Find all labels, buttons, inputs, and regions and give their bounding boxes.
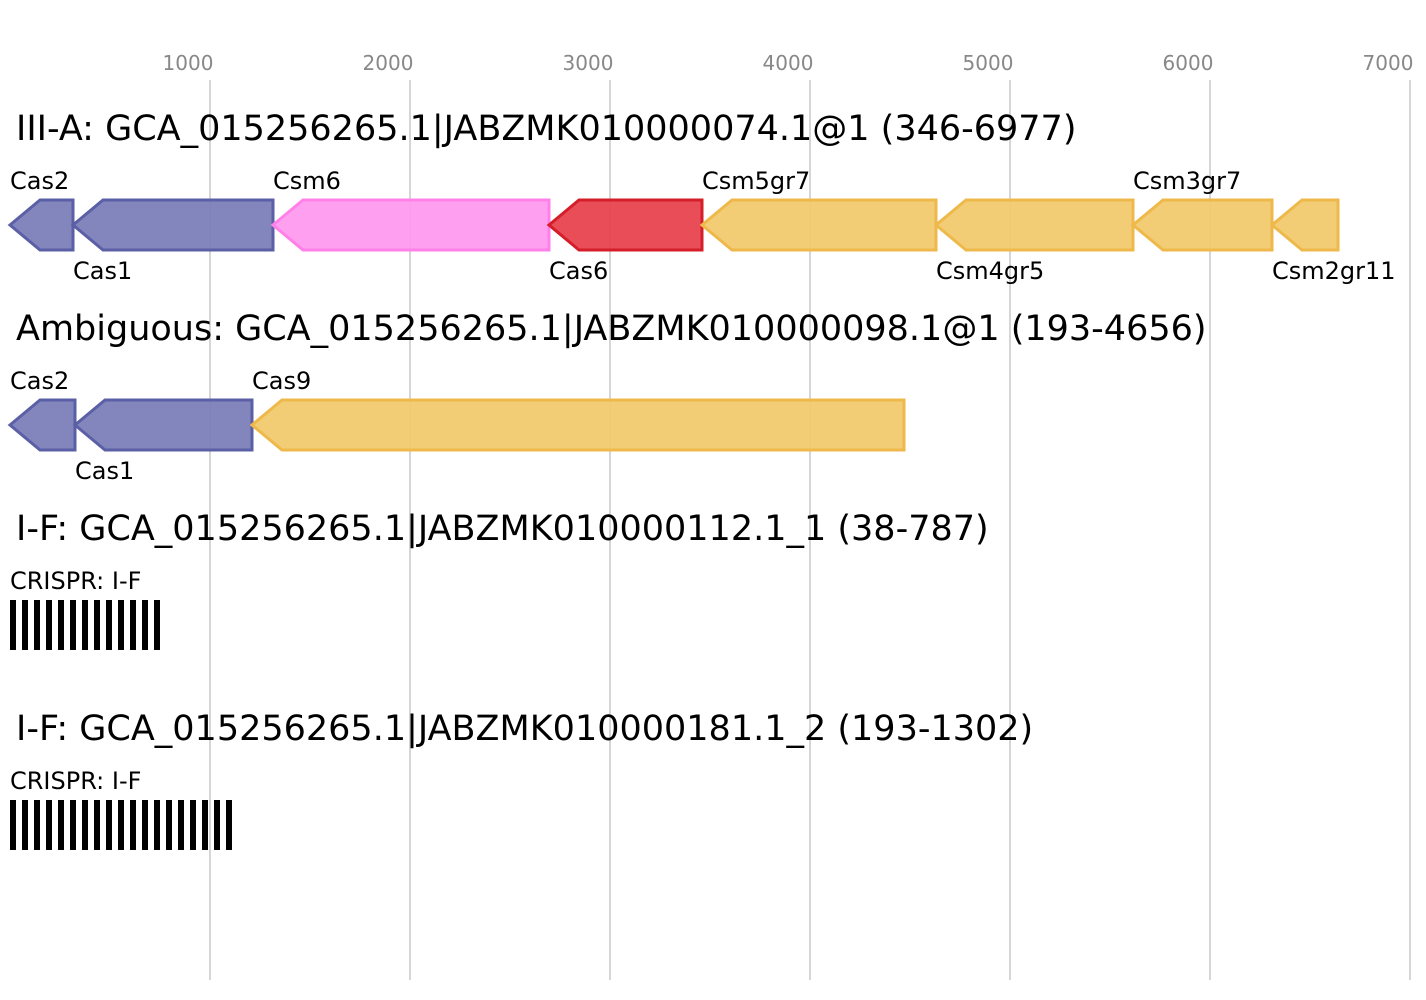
crispr-repeat [130, 600, 136, 650]
track-title: I-F: GCA_015256265.1|JABZMK010000181.1_2… [16, 709, 1033, 749]
gene-label-cas2: Cas2 [10, 367, 69, 395]
track-title: III-A: GCA_015256265.1|JABZMK010000074.1… [16, 109, 1076, 149]
tick-label: 4000 [763, 51, 814, 75]
locus-track: III-A: GCA_015256265.1|JABZMK010000074.1… [7, 109, 1396, 285]
track-title: I-F: GCA_015256265.1|JABZMK010000112.1_1… [16, 509, 989, 549]
gene-arrow-cas9 [249, 398, 906, 452]
crispr-repeat [58, 800, 64, 850]
locus-tracks: III-A: GCA_015256265.1|JABZMK010000074.1… [7, 109, 1396, 850]
gene-label-cas1: Cas1 [75, 457, 134, 485]
gene-label-cas9: Cas9 [252, 367, 311, 395]
crispr-repeat [202, 800, 208, 850]
gene-label-csm6: Csm6 [273, 167, 341, 195]
crispr-repeat [82, 600, 88, 650]
track-title: Ambiguous: GCA_015256265.1|JABZMK0100000… [16, 309, 1207, 349]
crispr-repeat [10, 800, 16, 850]
gene-arrow-cas1 [70, 198, 275, 252]
locus-track: I-F: GCA_015256265.1|JABZMK010000112.1_1… [10, 509, 989, 650]
coordinate-grid: 1000 2000 3000 4000 5000 6000 7000 [163, 51, 1414, 980]
gene-arrow-cas2 [7, 398, 77, 452]
crispr-repeat [70, 800, 76, 850]
crispr-repeat [130, 800, 136, 850]
gene-arrow-csm2gr11 [1269, 198, 1340, 252]
gene-arrow-csm6 [270, 198, 551, 252]
gene-label-cas2: Cas2 [10, 167, 69, 195]
crispr-repeat [106, 600, 112, 650]
gene-arrow-csm5gr7 [699, 198, 938, 252]
gene-label-cas1: Cas1 [73, 257, 132, 285]
gene-arrow-csm4gr5 [933, 198, 1135, 252]
gene-label-csm4gr5: Csm4gr5 [936, 257, 1044, 285]
tick-label: 1000 [163, 51, 214, 75]
crispr-repeat [70, 600, 76, 650]
tick-label: 2000 [363, 51, 414, 75]
crispr-repeat [178, 800, 184, 850]
crispr-repeat [82, 800, 88, 850]
locus-track: I-F: GCA_015256265.1|JABZMK010000181.1_2… [10, 709, 1033, 850]
tick-label: 7000 [1363, 51, 1414, 75]
crispr-repeat [226, 800, 232, 850]
tick-label: 3000 [563, 51, 614, 75]
gene-arrow-cas6 [546, 198, 704, 252]
crispr-repeat [94, 800, 100, 850]
crispr-repeat [22, 800, 28, 850]
crispr-repeat [154, 600, 160, 650]
crispr-repeat [34, 800, 40, 850]
gene-arrow-cas2 [7, 198, 75, 252]
tick-label: 6000 [1163, 51, 1214, 75]
crispr-repeat [94, 600, 100, 650]
gene-label-csm5gr7: Csm5gr7 [702, 167, 810, 195]
crispr-label: CRISPR: I-F [10, 567, 141, 595]
gene-arrow-cas1 [72, 398, 254, 452]
gene-label-csm3gr7: Csm3gr7 [1133, 167, 1241, 195]
crispr-repeat [34, 600, 40, 650]
crispr-repeat [154, 800, 160, 850]
crispr-repeat [190, 800, 196, 850]
tick-label: 5000 [963, 51, 1014, 75]
gene-label-cas6: Cas6 [549, 257, 608, 285]
gene-arrow-csm3gr7 [1130, 198, 1274, 252]
crispr-repeat [142, 800, 148, 850]
locus-track: Ambiguous: GCA_015256265.1|JABZMK0100000… [7, 309, 1207, 485]
crispr-repeat [58, 600, 64, 650]
crispr-label: CRISPR: I-F [10, 767, 141, 795]
crispr-repeat [118, 800, 124, 850]
crispr-repeat [22, 600, 28, 650]
crispr-repeat [166, 800, 172, 850]
crispr-repeat [46, 600, 52, 650]
crispr-repeat [118, 600, 124, 650]
crispr-repeat [46, 800, 52, 850]
gene-label-csm2gr11: Csm2gr11 [1272, 257, 1396, 285]
crispr-repeat [214, 800, 220, 850]
crispr-repeat [142, 600, 148, 650]
crispr-repeat [10, 600, 16, 650]
crispr-repeat [106, 800, 112, 850]
